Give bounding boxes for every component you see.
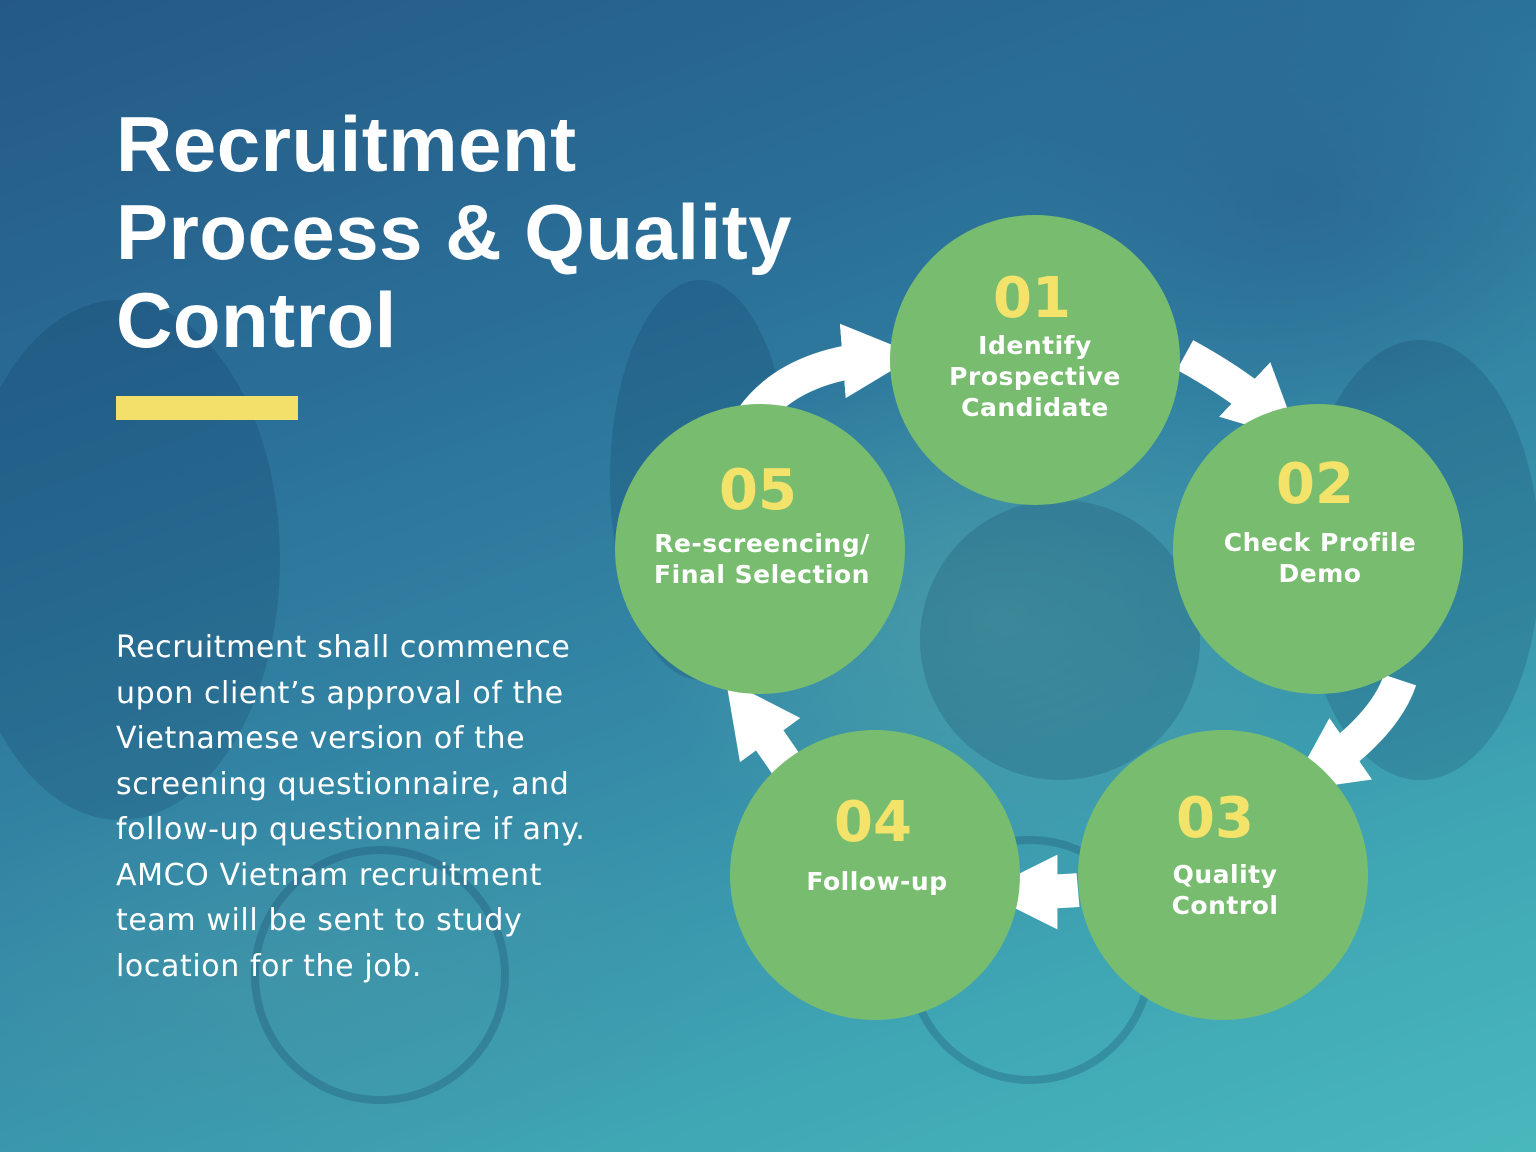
title-line-2: Process & Quality <box>116 188 793 276</box>
step-label-04: Follow-up <box>737 866 1017 897</box>
step-circle-05 <box>615 404 905 694</box>
description-line: AMCO Vietnam recruitment <box>116 857 543 893</box>
title-line-3: Control <box>116 276 397 364</box>
step-label-line: Follow-up <box>806 867 948 896</box>
step-label-line: Identify <box>978 331 1092 360</box>
arrow-02-to-03 <box>1289 674 1417 792</box>
description-paragraph: Recruitment shall commence upon client’s… <box>116 625 656 989</box>
step-label-line: Quality <box>1172 860 1278 889</box>
step-label-line: Demo <box>1278 559 1362 588</box>
step-label-05: Re-screencing/ Final Selection <box>622 528 902 590</box>
step-label-01: Identify Prospective Candidate <box>895 330 1175 423</box>
description-line: Recruitment shall commence <box>116 630 571 665</box>
title-accent-bar <box>116 396 298 420</box>
step-number-04: 04 <box>834 790 912 855</box>
step-circle-01 <box>890 215 1180 505</box>
description-line: follow-up questionnaire if any. <box>116 812 586 847</box>
title-line-1: Recruitment <box>116 100 577 188</box>
arrow-03-to-04 <box>982 854 1080 930</box>
description-line: Vietnamese version of the <box>116 721 526 756</box>
step-circle-02 <box>1173 404 1463 694</box>
description-line: upon client’s approval of the <box>116 675 564 711</box>
description-line: screening questionnaire, and <box>116 766 570 802</box>
step-label-line: Control <box>1171 891 1279 920</box>
step-label-line: Check Profile <box>1223 528 1417 557</box>
step-label-line: Re-screencing/ <box>654 529 870 558</box>
page-title: Recruitment Process & Quality Control <box>116 100 916 364</box>
step-label-line: Candidate <box>961 393 1109 422</box>
step-label-line: Final Selection <box>654 560 870 589</box>
step-label-02: Check Profile Demo <box>1180 527 1460 589</box>
step-number-02: 02 <box>1276 452 1354 517</box>
step-number-03: 03 <box>1176 786 1254 851</box>
step-number-01: 01 <box>993 266 1071 331</box>
step-number-05: 05 <box>719 458 797 523</box>
step-label-03: Quality Control <box>1085 859 1365 921</box>
description-line: location for the job. <box>116 948 422 984</box>
step-label-line: Prospective <box>949 362 1121 391</box>
step-circle-03 <box>1078 730 1368 1020</box>
description-line: team will be sent to study <box>116 903 523 938</box>
arrow-01-to-02 <box>1176 340 1300 441</box>
step-circle-04 <box>730 730 1020 1020</box>
